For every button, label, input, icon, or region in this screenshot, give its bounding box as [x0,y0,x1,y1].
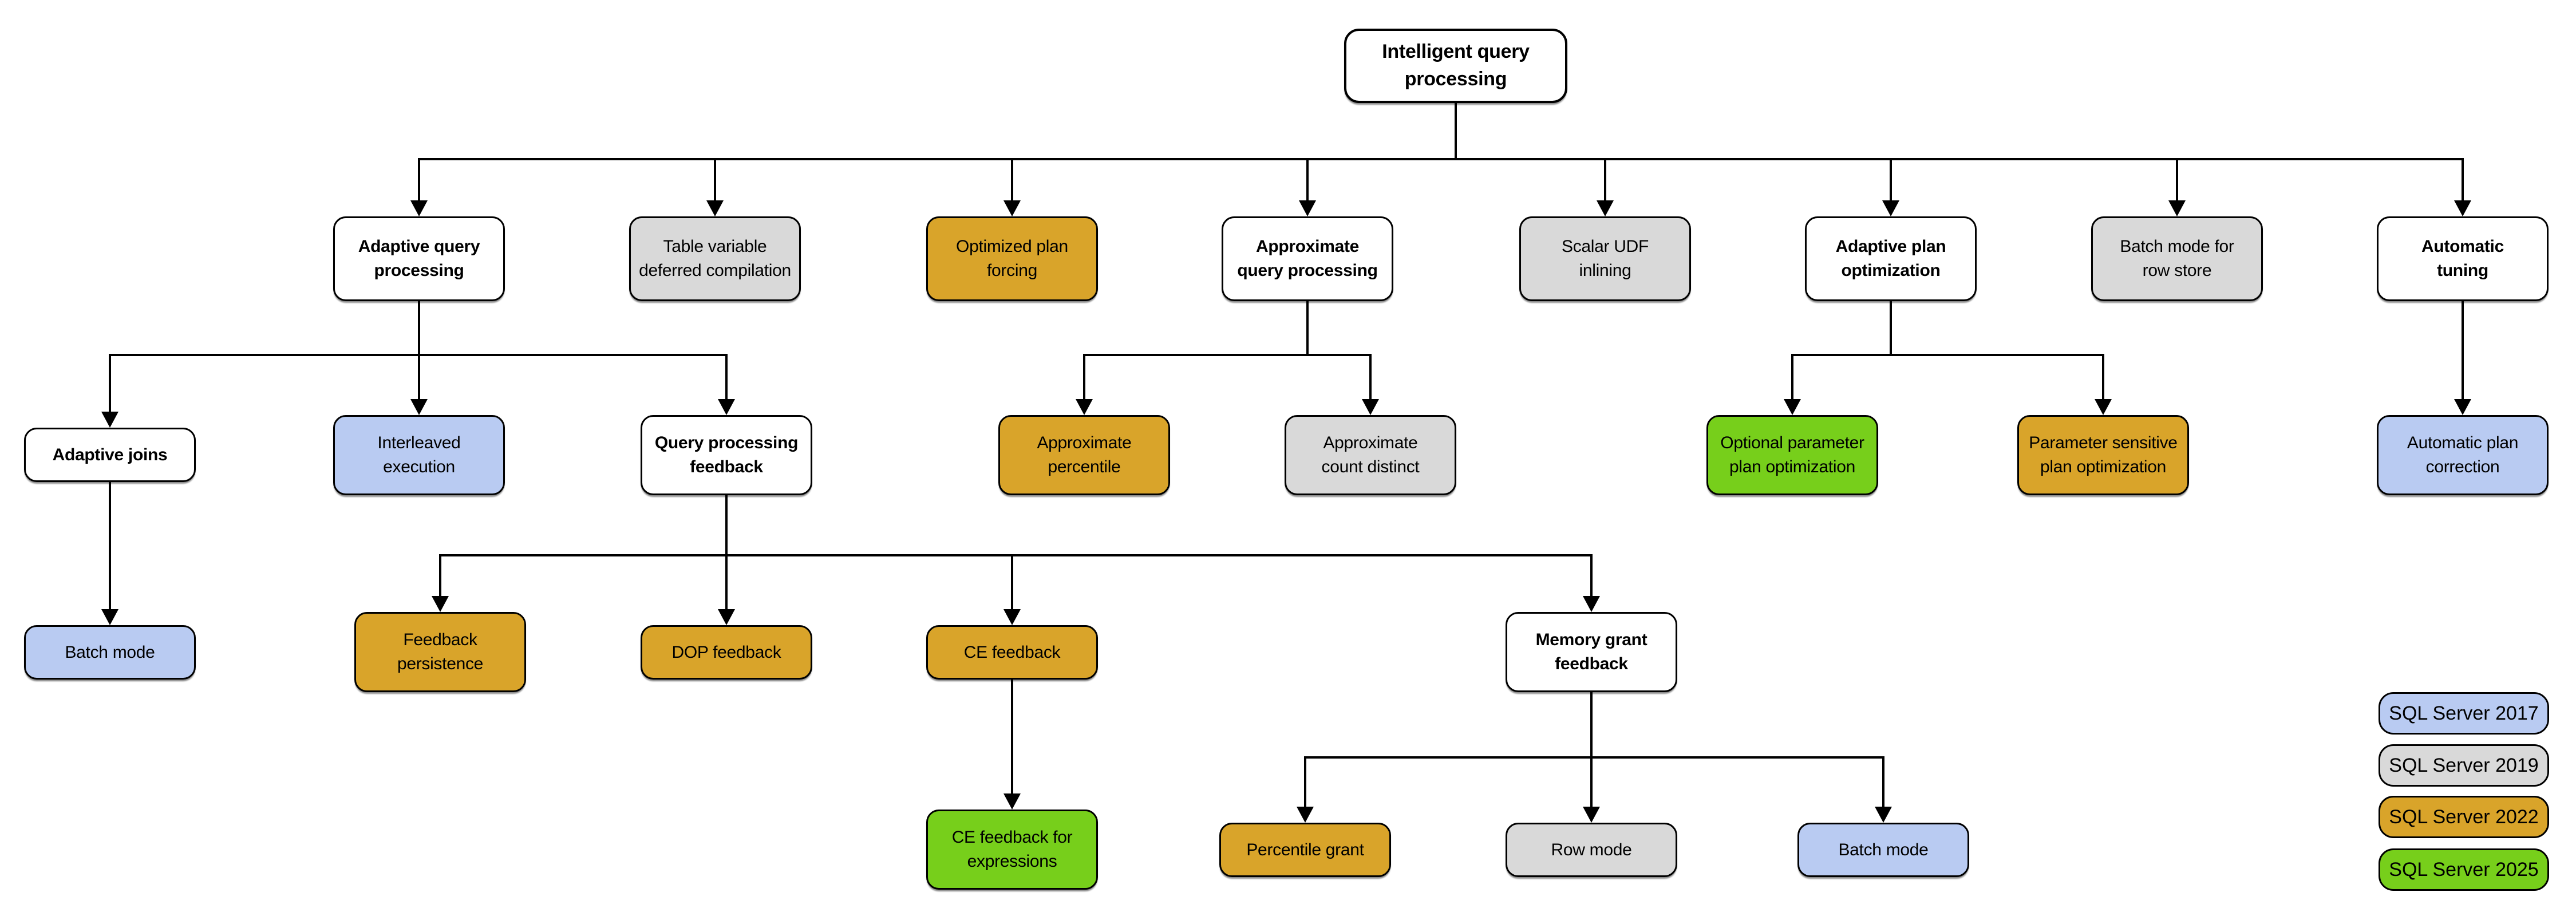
node-parameter-sensitive-plan-optimization: Parameter sensitive plan optimization [2017,415,2189,495]
legend-sql-server-2019: SQL Server 2019 [2379,744,2549,787]
legend-sql-server-2022: SQL Server 2022 [2379,796,2549,838]
node-automatic-tuning: Automatic tuning [2377,216,2549,301]
node-optimized-plan-forcing: Optimized plan forcing [926,216,1098,301]
node-approximate-percentile: Approximate percentile [998,415,1170,495]
node-dop-feedback: DOP feedback [641,625,812,680]
node-memory-grant-feedback: Memory grant feedback [1506,612,1677,692]
connector-memory-grant-feedback [1297,692,1892,823]
connector-ce-feedback [1003,680,1021,810]
connector-adaptive-joins [101,482,118,625]
connector-automatic-tuning [2454,301,2471,415]
legend-sql-server-2017: SQL Server 2017 [2379,692,2549,735]
node-ce-feedback: CE feedback [926,625,1098,680]
node-adaptive-query-processing: Adaptive query processing [333,216,505,301]
node-query-processing-feedback: Query processing feedback [641,415,812,495]
node-adaptive-plan-optimization: Adaptive plan optimization [1805,216,1977,301]
connector-query-processing-feedback [432,495,1600,625]
connector-adaptive-query-processing [101,301,735,428]
node-scalar-udf-inlining: Scalar UDF inlining [1519,216,1691,301]
connector-adaptive-plan-optimization [1784,301,2112,415]
node-percentile-grant: Percentile grant [1219,823,1391,877]
node-approximate-query-processing: Approximate query processing [1222,216,1393,301]
node-batch-mode-adaptive-joins: Batch mode [24,625,196,680]
connector-root-trunk [410,103,2471,216]
node-table-variable-deferred-compilation: Table variable deferred compilation [629,216,801,301]
node-batch-mode-memory-grant: Batch mode [1797,823,1969,877]
node-interleaved-execution: Interleaved execution [333,415,505,495]
node-batch-mode-for-row-store: Batch mode for row store [2091,216,2263,301]
node-adaptive-joins: Adaptive joins [24,428,196,482]
legend-sql-server-2025: SQL Server 2025 [2379,848,2549,891]
node-ce-feedback-for-expressions: CE feedback for expressions [926,810,1098,890]
node-intelligent-query-processing: Intelligent query processing [1344,29,1567,103]
node-optional-parameter-plan-optimization: Optional parameter plan optimization [1706,415,1878,495]
node-feedback-persistence: Feedback persistence [354,612,526,692]
node-row-mode: Row mode [1506,823,1677,877]
node-approximate-count-distinct: Approximate count distinct [1285,415,1456,495]
node-automatic-plan-correction: Automatic plan correction [2377,415,2549,495]
connector-approximate-query-processing [1076,301,1379,415]
